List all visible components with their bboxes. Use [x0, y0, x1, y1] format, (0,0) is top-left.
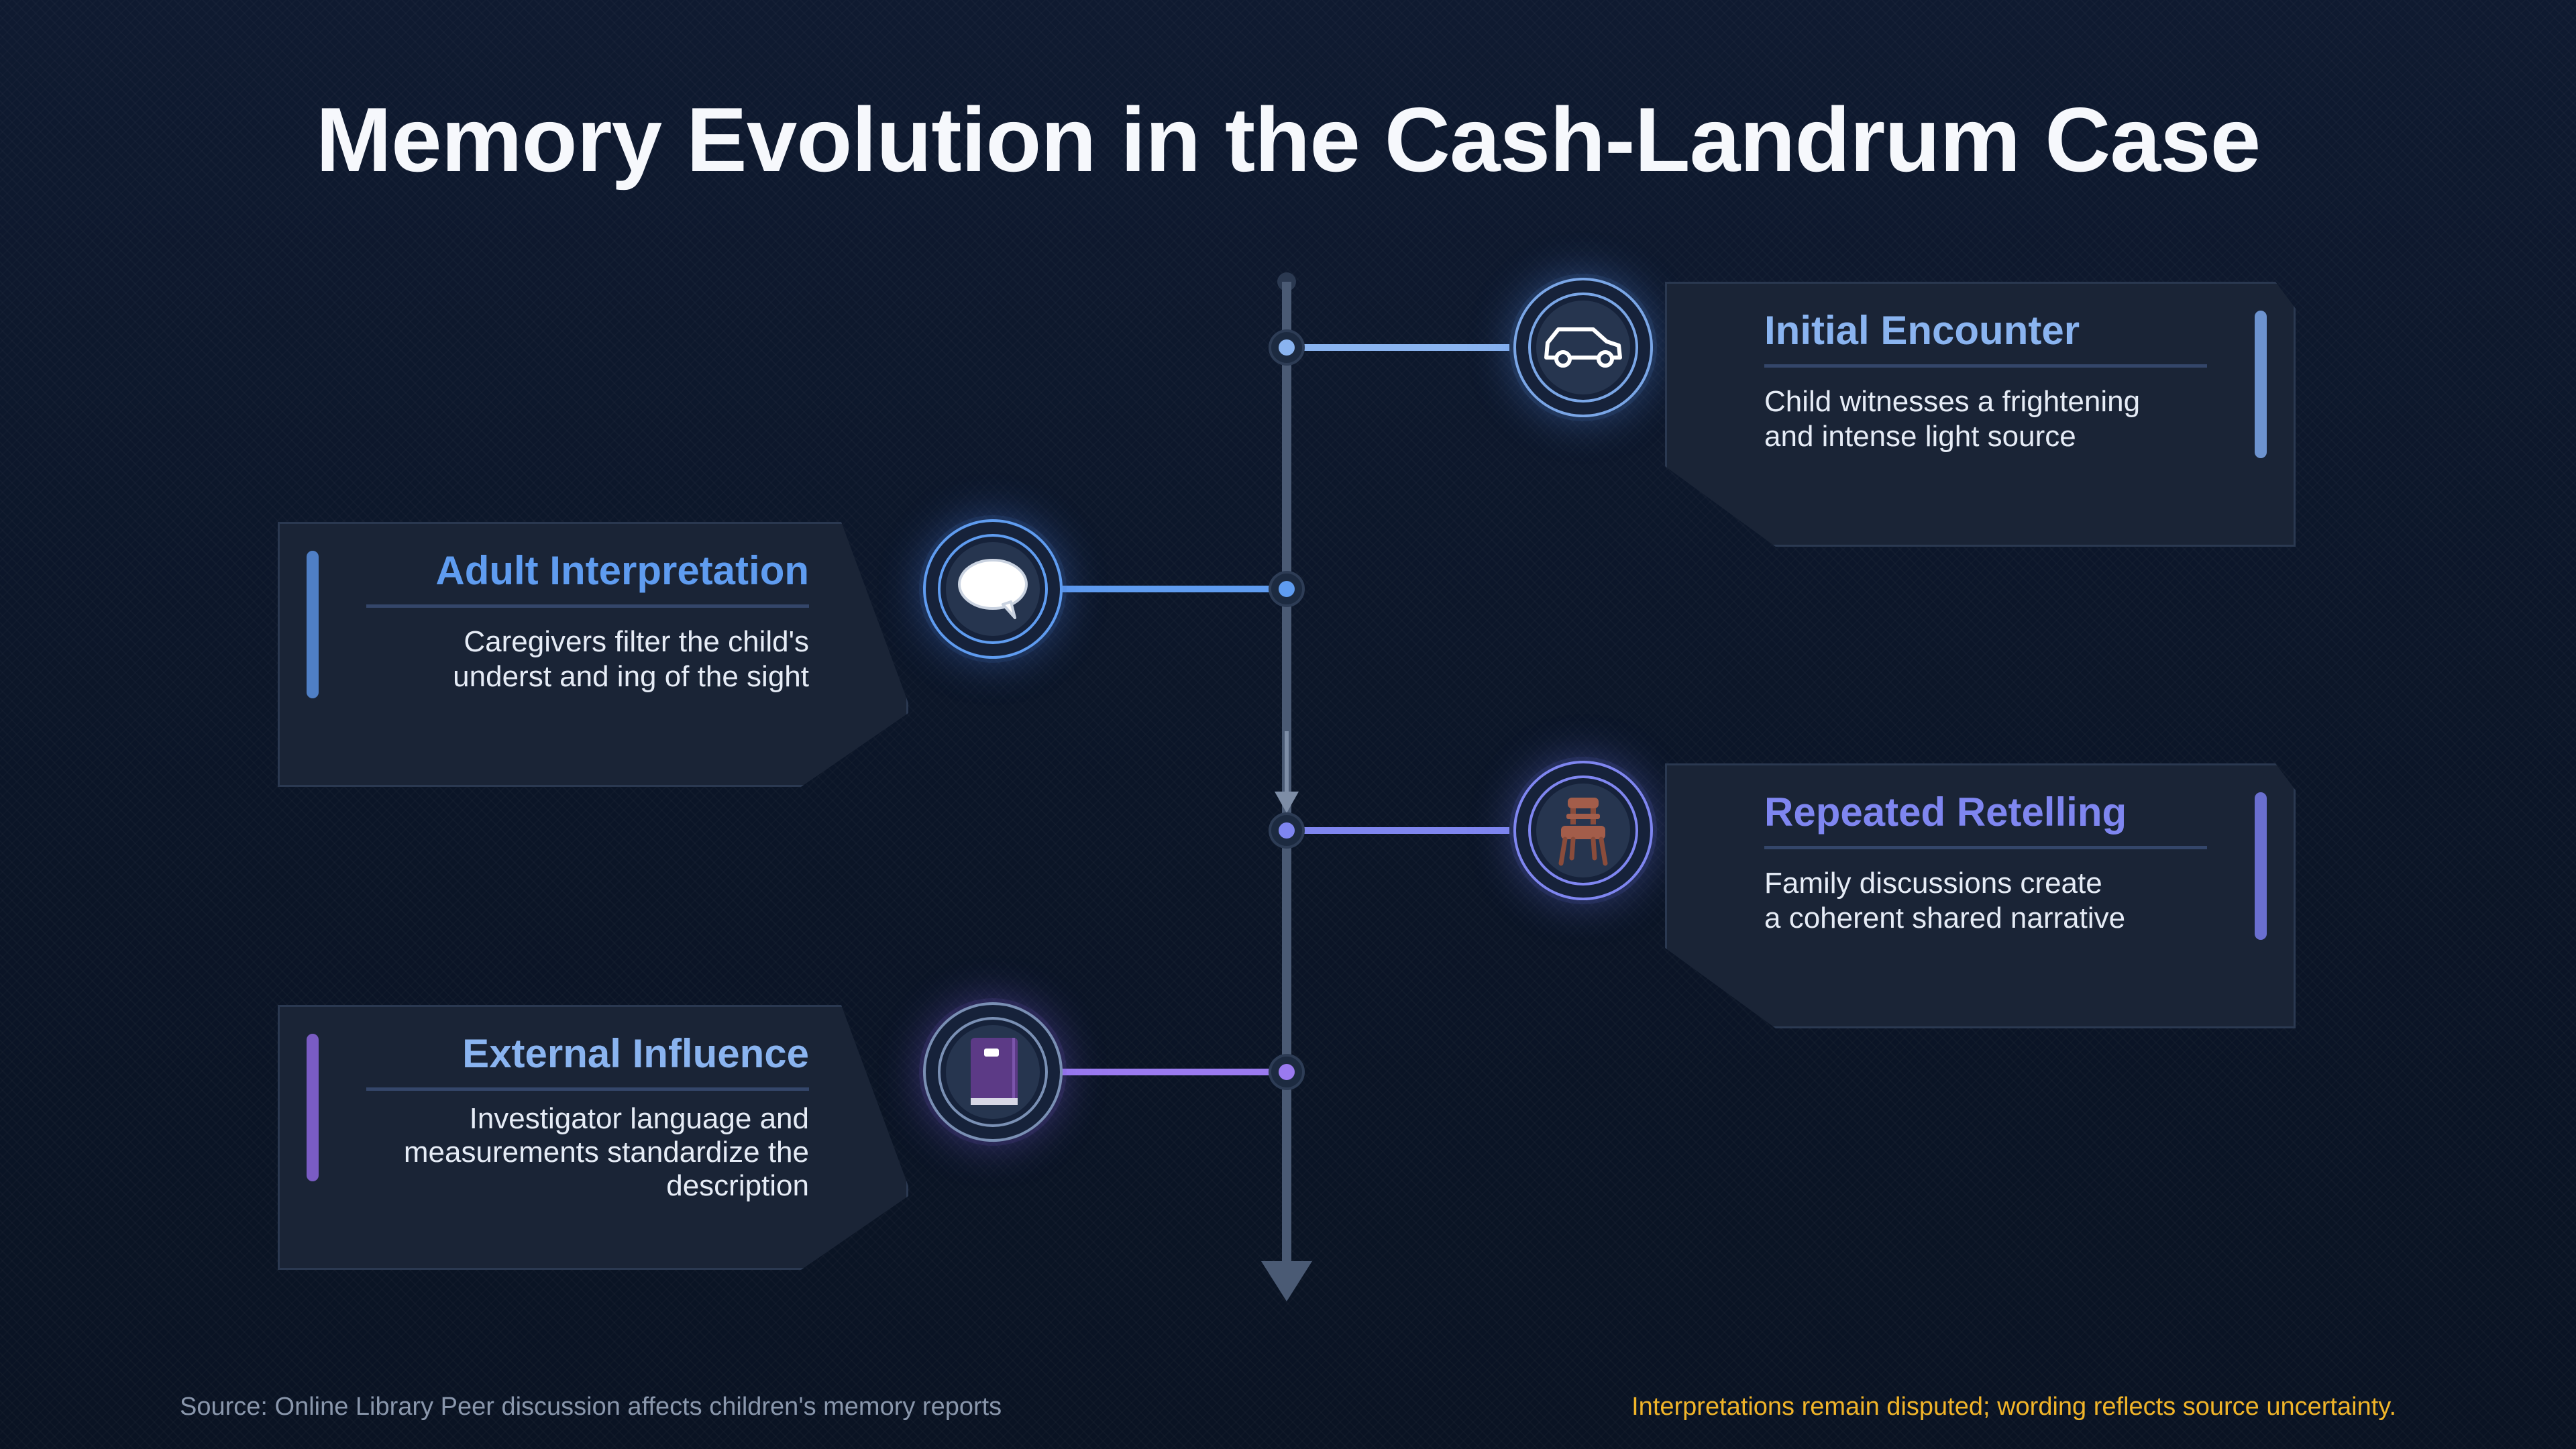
stage-description: Investigator language and measurements s…	[353, 1102, 809, 1203]
description-line: Child witnesses a frightening	[1764, 385, 2141, 418]
timeline-arrow-end	[1261, 1261, 1312, 1301]
chair-icon	[1528, 775, 1638, 885]
timeline-node-repeated-retelling	[1269, 812, 1305, 849]
stage-icon-repeated-retelling	[1509, 757, 1657, 904]
source-note: Source: Online Library Peer discussion a…	[180, 1393, 1002, 1421]
stage-title: External Influence	[366, 1030, 809, 1091]
page-title: Memory Evolution in the Cash-Landrum Cas…	[315, 89, 2261, 191]
description-line: Family discussions create	[1764, 867, 2102, 900]
stage-card-external-influence: External Influence Investigator language…	[278, 1005, 908, 1270]
speech-bubble-icon	[938, 534, 1048, 644]
timeline-arrow-mid-head	[1275, 792, 1299, 813]
stage-title: Repeated Retelling	[1764, 789, 2207, 849]
card-accent-bar	[2255, 311, 2267, 458]
disclaimer-note: Interpretations remain disputed; wording…	[1631, 1393, 2396, 1421]
description-line: Caregivers filter the child's	[464, 625, 809, 658]
stage-card-adult-interpretation: Adult Interpretation Caregivers filter t…	[278, 522, 908, 787]
description-line: a coherent shared narrative	[1764, 902, 2126, 934]
stage-icon-external-influence	[919, 998, 1067, 1146]
stage-description: Child witnesses a frightening and intens…	[1764, 384, 2220, 454]
timeline-node-adult-interpretation	[1269, 571, 1305, 607]
stage-icon-initial-encounter	[1509, 274, 1657, 421]
stage-description: Caregivers filter the child's underst an…	[353, 625, 809, 694]
card-accent-bar	[2255, 792, 2267, 940]
stage-card-initial-encounter: Initial Encounter Child witnesses a frig…	[1665, 282, 2296, 547]
stage-title: Initial Encounter	[1764, 307, 2207, 368]
description-line: and intense light source	[1764, 420, 2076, 453]
book-icon	[938, 1017, 1048, 1127]
timeline-node-external-influence	[1269, 1054, 1305, 1090]
stage-card-repeated-retelling: Repeated Retelling Family discussions cr…	[1665, 763, 2296, 1028]
description-line: underst and ing of the sight	[453, 660, 809, 693]
stage-title: Adult Interpretation	[366, 547, 809, 608]
card-accent-bar	[307, 551, 319, 698]
stage-description: Family discussions create a coherent sha…	[1764, 866, 2220, 936]
description-line: description	[666, 1169, 809, 1202]
description-line: Investigator language and	[469, 1102, 809, 1135]
timeline-node-initial-encounter	[1269, 329, 1305, 366]
stage-icon-adult-interpretation	[919, 515, 1067, 663]
car-icon	[1528, 292, 1638, 402]
description-line: measurements standardize the	[403, 1136, 809, 1169]
card-accent-bar	[307, 1034, 319, 1181]
